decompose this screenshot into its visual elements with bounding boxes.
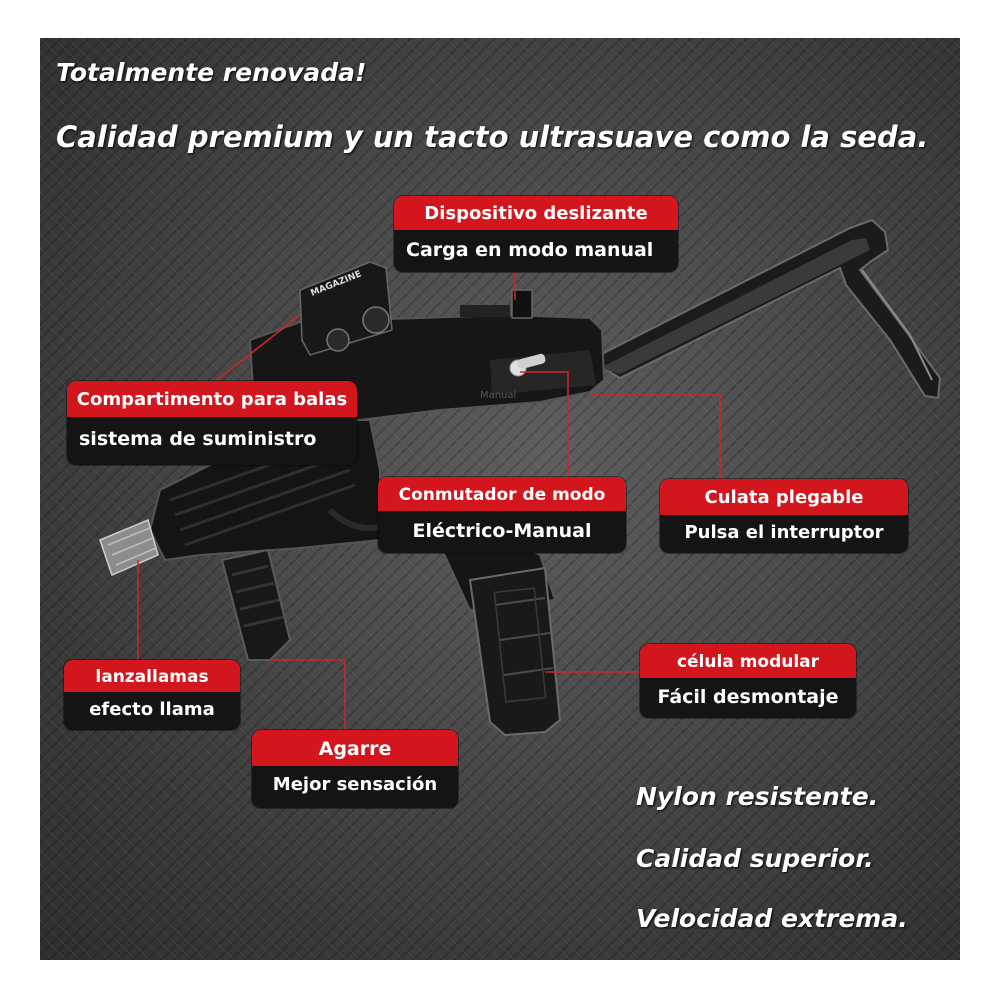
callout-subtitle: efecto llama (64, 692, 240, 730)
callout-title: Dispositivo deslizante (394, 196, 678, 230)
callout-subtitle: Pulsa el interruptor (660, 515, 908, 553)
callout-flamethrower: lanzallamas efecto llama (64, 660, 240, 730)
callout-title: lanzallamas (64, 660, 240, 692)
feature-speed: Velocidad extrema. (636, 904, 908, 933)
callout-bullet-compartment: Compartimento para balas sistema de sumi… (67, 381, 357, 465)
callout-slide-device: Dispositivo deslizante Carga en modo man… (394, 196, 678, 272)
vertical-grip (220, 548, 292, 661)
magazine (468, 566, 562, 737)
callout-subtitle: Carga en modo manual (394, 230, 678, 272)
headline-title: Totalmente renovada! (56, 58, 367, 87)
red-dot-sight: MAGAZINE (299, 261, 393, 356)
callout-subtitle: sistema de suministro (67, 417, 357, 465)
callout-subtitle: Eléctrico-Manual (378, 511, 626, 553)
callout-title: Conmutador de modo (378, 477, 626, 511)
callout-folding-stock: Culata plegable Pulsa el interruptor (660, 479, 908, 553)
mode-switch: Manual (480, 353, 546, 401)
callout-title: Agarre (252, 730, 458, 766)
callout-modular-cell: célula modular Fácil desmontaje (640, 644, 856, 718)
flame-muzzle (99, 518, 159, 577)
callout-subtitle: Mejor sensación (252, 766, 458, 808)
feature-nylon: Nylon resistente. (636, 782, 879, 811)
headline-subtitle: Calidad premium y un tacto ultrasuave co… (56, 120, 929, 154)
callout-title: Culata plegable (660, 479, 908, 515)
callout-mode-switch: Conmutador de modo Eléctrico-Manual (378, 477, 626, 553)
callout-title: Compartimento para balas (67, 381, 357, 417)
folding-stock (587, 218, 942, 400)
callout-title: célula modular (640, 644, 856, 678)
feature-quality: Calidad superior. (636, 844, 874, 873)
callout-subtitle: Fácil desmontaje (640, 678, 856, 718)
selector-label: Manual (480, 390, 516, 401)
callout-grip: Agarre Mejor sensación (252, 730, 458, 808)
